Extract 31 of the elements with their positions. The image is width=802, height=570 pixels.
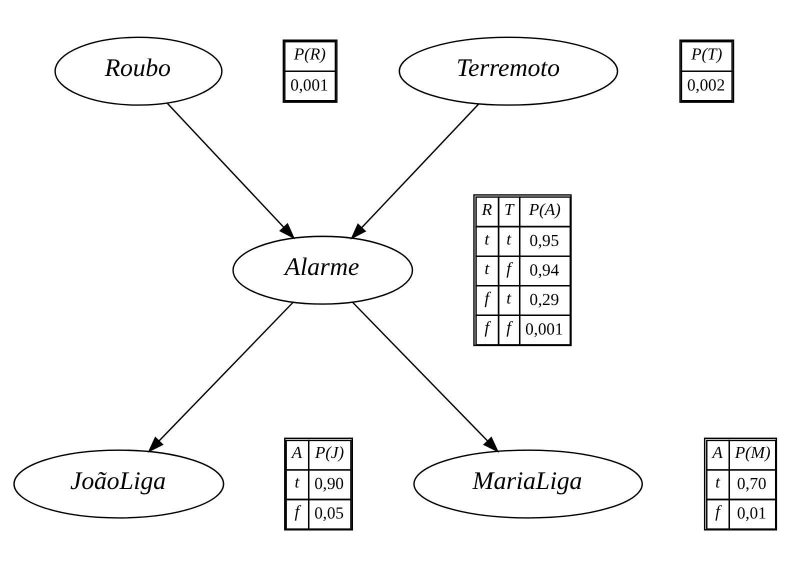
label: f [506,318,512,337]
label: t [294,472,300,492]
label: P(A) [528,200,561,219]
label: 0,70 [737,474,767,494]
label: t [506,229,512,248]
label: A [712,443,723,462]
label: 0,002 [687,75,726,94]
label: f [484,318,490,337]
label: 0,01 [737,504,767,523]
label: 0,29 [530,290,560,309]
label: f [294,502,300,522]
label: t [715,472,720,492]
label: 0,95 [530,230,560,250]
label: t [484,229,490,248]
label: R [482,200,492,219]
label: 0,94 [530,260,560,280]
label: f [484,288,490,308]
label: A [292,443,302,462]
label: 0,05 [314,504,344,523]
label: T [504,200,514,219]
label: P(T) [691,44,722,64]
label: P(M) [734,443,770,462]
label: t [484,258,490,278]
label: P(R) [294,44,326,64]
label: 0,001 [525,319,564,338]
label: 0,001 [290,75,328,94]
label: t [506,288,512,308]
label: 0,90 [314,474,344,494]
label: P(J) [315,443,344,462]
label: f [506,258,512,278]
label: f [715,502,720,522]
